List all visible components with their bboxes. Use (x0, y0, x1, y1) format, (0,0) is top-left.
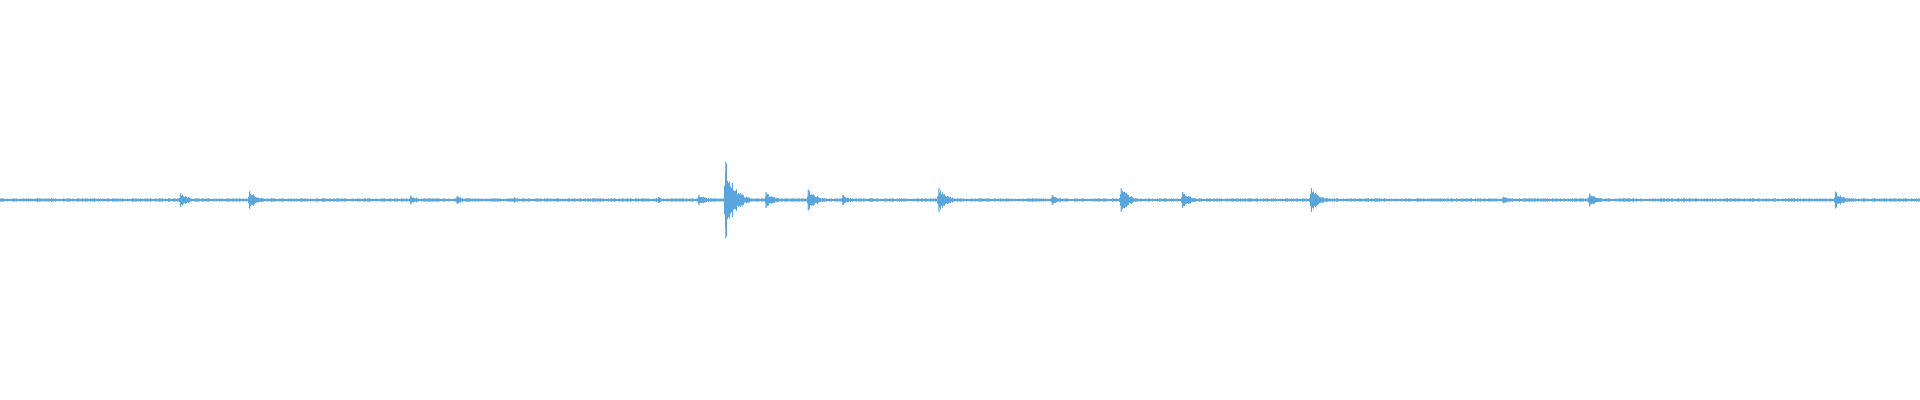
waveform-peaks (179, 162, 1837, 238)
waveform-signal (0, 164, 1920, 236)
